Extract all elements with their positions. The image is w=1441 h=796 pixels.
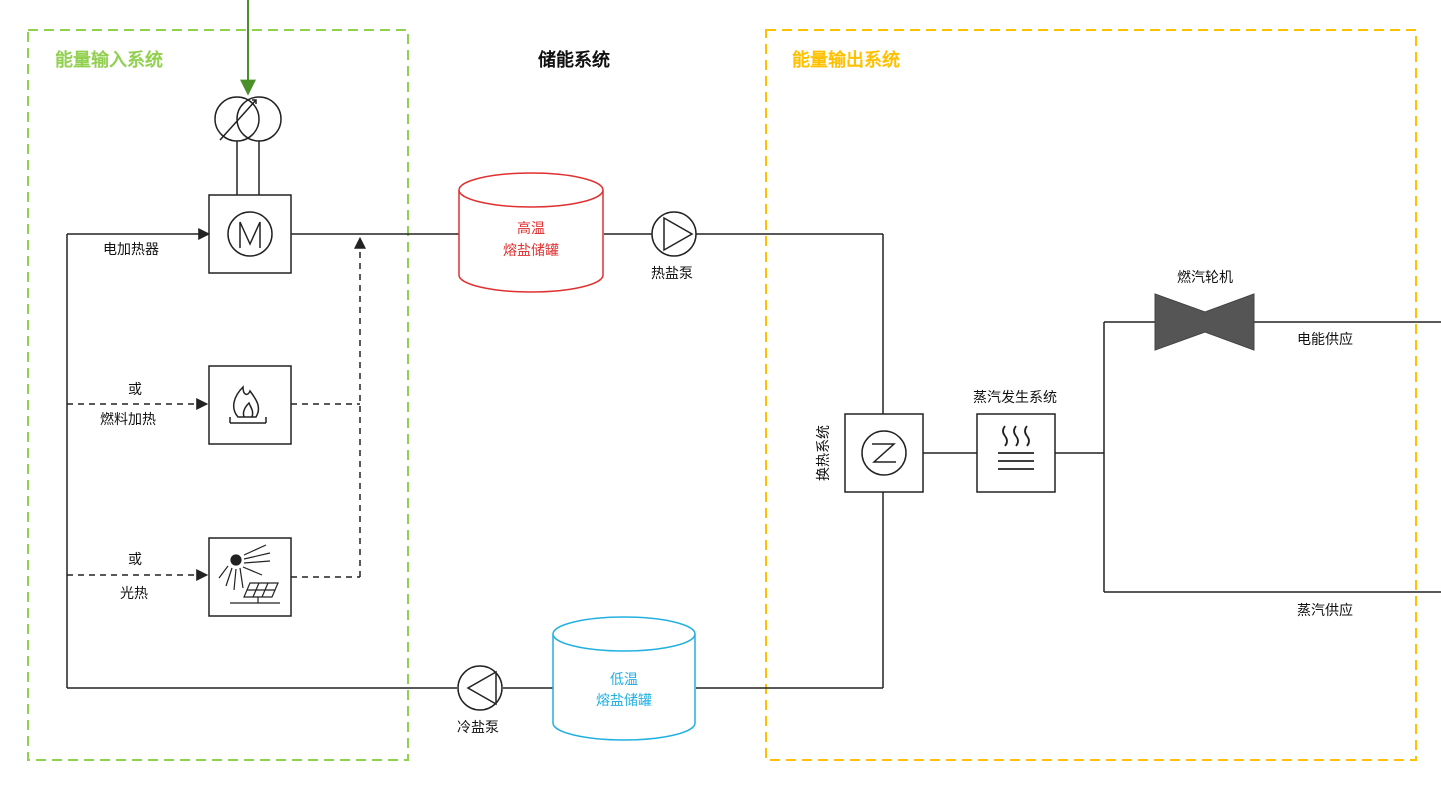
dashed-alternative-lines	[67, 236, 366, 581]
hot-tank-label-line1: 高温	[517, 220, 545, 237]
heater-icon	[227, 211, 273, 257]
heat-exchange-label: 换热系统	[815, 425, 832, 481]
steam-supply-label: 蒸汽供应	[1297, 602, 1353, 619]
steam-generator	[976, 413, 1056, 493]
heat-exchanger-icon	[861, 430, 907, 476]
or-label-2: 或	[128, 552, 142, 568]
electric-heater	[208, 194, 292, 274]
steam-icon	[998, 425, 1034, 470]
solar-collector	[208, 537, 292, 617]
hot-salt-pump-icon	[651, 211, 697, 257]
output-system-boundary	[765, 29, 1417, 761]
transformer-icon	[214, 96, 282, 195]
storage-system-title: 储能系统	[537, 49, 610, 71]
power-supply-label: 电能供应	[1297, 331, 1353, 348]
flame-icon	[229, 385, 267, 424]
solar-panel-icon	[230, 582, 280, 604]
hot-tank-label-line2: 熔盐储罐	[503, 243, 559, 259]
steam-generation-label: 蒸汽发生系统	[973, 390, 1057, 406]
turbine-icon	[1154, 293, 1255, 351]
cold-pump-label: 冷盐泵	[457, 720, 499, 736]
electric-heater-label: 电加热器	[103, 242, 159, 258]
hot-salt-tank	[458, 172, 604, 293]
fuel-heating-label: 燃料加热	[100, 411, 156, 428]
fuel-heater	[208, 365, 292, 445]
output-system-title: 能量输出系统	[792, 49, 900, 71]
cold-tank-label-line2: 熔盐储罐	[596, 693, 652, 709]
cold-salt-tank	[552, 616, 696, 741]
turbine-label: 燃汽轮机	[1177, 269, 1233, 286]
heat-exchanger	[844, 413, 924, 493]
flow-lines	[66, 233, 1441, 689]
or-label-1: 或	[128, 382, 142, 398]
input-system-boundary	[27, 29, 409, 761]
cold-tank-label-line1: 低温	[610, 672, 638, 688]
input-system-title: 能量输入系统	[55, 49, 163, 71]
hot-pump-label: 热盐泵	[651, 266, 693, 282]
sun-icon	[218, 544, 271, 591]
cold-salt-pump-icon	[457, 665, 503, 711]
solar-thermal-label: 光热	[120, 586, 148, 602]
